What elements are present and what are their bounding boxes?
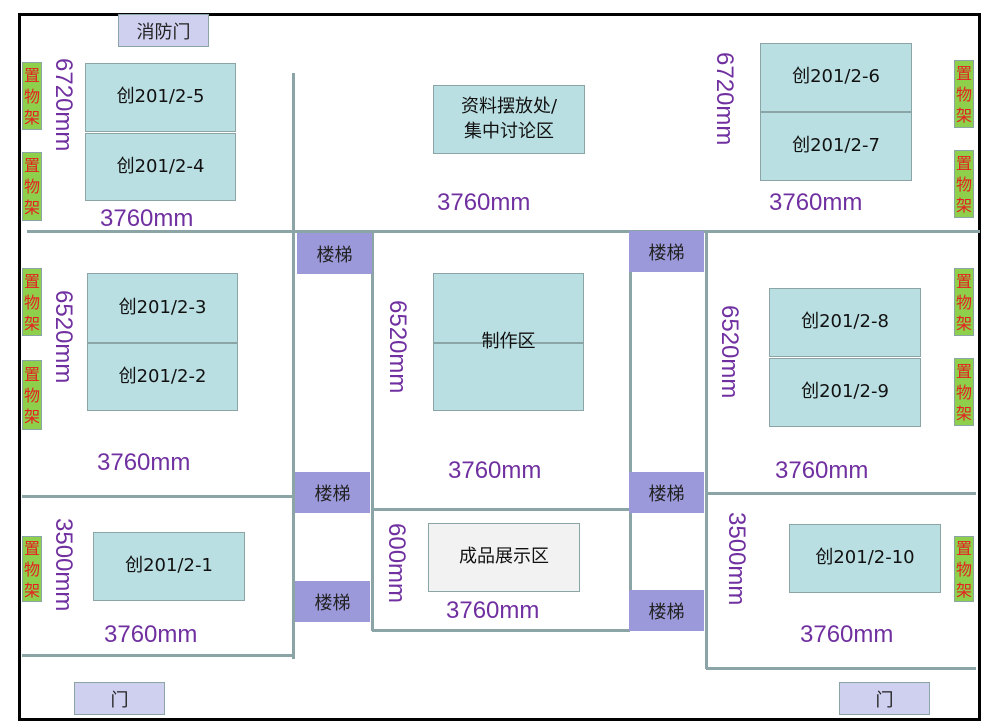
room-label: 创201/2-9 (801, 381, 889, 403)
wall (706, 492, 976, 495)
wall (22, 654, 294, 657)
wall (706, 667, 976, 670)
width-dimension: 3760mm (448, 457, 542, 484)
room-label: 资料摆放处/集中讨论区 (460, 96, 558, 142)
shelf: 置物架 (954, 358, 974, 426)
room-label: 创201/2-1 (125, 555, 213, 577)
divider (434, 342, 583, 344)
work-area: 制作区 (433, 273, 584, 411)
shelf: 置物架 (22, 536, 42, 602)
stairs: 楼梯 (295, 581, 370, 622)
width-dimension: 3760mm (775, 457, 869, 484)
door-label: 门 (875, 689, 894, 711)
display-area: 成品展示区 (428, 523, 580, 592)
room-label: 创201/2-8 (801, 311, 889, 333)
stairs-label: 楼梯 (648, 601, 685, 623)
room-2-1: 创201/2-1 (93, 532, 245, 601)
shelf-label: 置物架 (23, 364, 40, 426)
width-dimension: 3760mm (446, 597, 540, 624)
height-dimension: 6520mm (716, 305, 743, 399)
wall (371, 233, 374, 631)
stairs-label: 楼梯 (314, 483, 351, 505)
wall (629, 233, 632, 631)
shelf: 置物架 (22, 360, 42, 430)
stairs-label: 楼梯 (648, 242, 685, 264)
stairs: 楼梯 (295, 472, 370, 513)
stairs: 楼梯 (629, 472, 704, 513)
height-dimension: 6720mm (711, 52, 738, 146)
width-dimension: 3760mm (100, 205, 194, 232)
width-dimension: 3760mm (800, 621, 894, 648)
room-2-10: 创201/2-10 (789, 524, 941, 593)
room-2-2: 创201/2-2 (87, 343, 238, 411)
room-2-9: 创201/2-9 (769, 358, 921, 427)
fire-door: 消防门 (118, 14, 209, 47)
room-label: 成品展示区 (459, 546, 549, 568)
room-2-5: 创201/2-5 (85, 63, 236, 132)
shelf: 置物架 (22, 152, 42, 221)
shelf: 置物架 (954, 60, 974, 128)
shelf: 置物架 (22, 268, 42, 336)
width-dimension: 3760mm (769, 189, 863, 216)
room-2-8: 创201/2-8 (769, 288, 921, 357)
fire-door-label: 消防门 (136, 21, 191, 43)
shelf-label: 置物架 (955, 271, 972, 333)
wall (22, 495, 294, 498)
stairs-label: 楼梯 (314, 592, 351, 614)
stairs: 楼梯 (297, 233, 372, 274)
room-label: 创201/2-10 (815, 547, 915, 569)
room-label: 制作区 (481, 330, 536, 352)
shelf-label: 置物架 (955, 538, 972, 600)
stairs-label: 楼梯 (648, 483, 685, 505)
wall (705, 233, 708, 669)
wall (372, 629, 630, 632)
width-dimension: 3760mm (104, 621, 198, 648)
shelf-label: 置物架 (23, 271, 40, 333)
door-right: 门 (839, 682, 930, 715)
shelf-label: 置物架 (23, 538, 40, 600)
height-dimension: 600mm (383, 523, 410, 604)
shelf-label: 置物架 (23, 156, 40, 217)
height-dimension: 6520mm (50, 290, 77, 384)
shelf-label: 置物架 (955, 63, 972, 125)
shelf: 置物架 (954, 150, 974, 218)
wall (292, 73, 295, 659)
wall (372, 508, 630, 511)
room-label: 创201/2-2 (118, 365, 207, 387)
wall (27, 230, 980, 233)
height-dimension: 3500mm (723, 512, 750, 606)
shelf: 置物架 (954, 536, 974, 602)
height-dimension: 3500mm (50, 518, 77, 612)
room-label: 创201/2-3 (118, 296, 207, 318)
room-2-4: 创201/2-4 (85, 133, 236, 201)
data-discussion-area: 资料摆放处/集中讨论区 (433, 85, 585, 154)
stairs-label: 楼梯 (316, 244, 353, 266)
room-label: 创201/2-7 (792, 135, 880, 157)
room-2-7: 创201/2-7 (760, 112, 912, 181)
door-left: 门 (74, 682, 165, 715)
outer-boundary (18, 13, 981, 721)
shelf: 置物架 (954, 268, 974, 336)
width-dimension: 3760mm (97, 449, 191, 476)
shelf-label: 置物架 (23, 65, 40, 127)
shelf: 置物架 (22, 62, 42, 130)
room-2-6: 创201/2-6 (760, 43, 912, 112)
room-2-3: 创201/2-3 (87, 273, 238, 343)
height-dimension: 6520mm (384, 300, 411, 394)
room-label: 创201/2-5 (116, 86, 205, 108)
door-label: 门 (110, 689, 129, 711)
shelf-label: 置物架 (955, 153, 972, 215)
width-dimension: 3760mm (437, 189, 531, 216)
stairs: 楼梯 (629, 590, 704, 631)
room-label: 创201/2-6 (792, 66, 880, 88)
height-dimension: 6720mm (50, 58, 77, 152)
stairs: 楼梯 (629, 231, 704, 272)
shelf-label: 置物架 (955, 361, 972, 423)
room-label: 创201/2-4 (116, 155, 205, 177)
